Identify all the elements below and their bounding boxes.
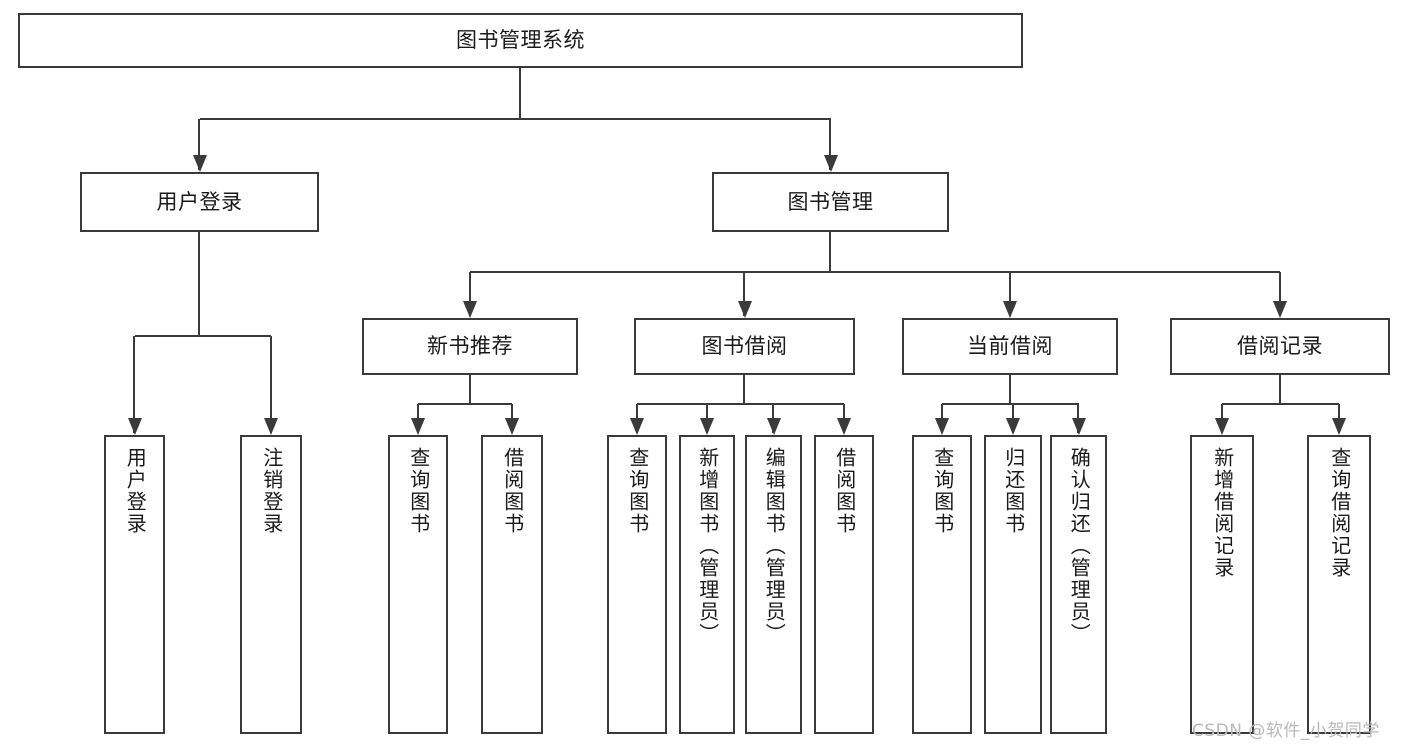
node-leaf-user-login[interactable]: 用户登录 xyxy=(104,435,165,734)
node-leaf-user-login-label: 用户登录 xyxy=(123,447,148,535)
node-book-borrow[interactable]: 图书借阅 xyxy=(634,318,855,375)
connector-horizontal xyxy=(134,334,271,337)
node-leaf-return-book-label: 归还图书 xyxy=(1001,447,1026,535)
node-leaf-confirm-return[interactable]: 确认归还（管理员） xyxy=(1050,435,1107,734)
connector-horizontal xyxy=(470,270,1280,273)
connector-arrowhead xyxy=(1273,301,1287,318)
connector-arrowhead xyxy=(935,418,949,435)
connector-arrowhead xyxy=(505,418,519,435)
node-leaf-logout[interactable]: 注销登录 xyxy=(240,435,302,734)
connector-horizontal xyxy=(199,117,831,120)
node-leaf-return-book[interactable]: 归还图书 xyxy=(984,435,1042,734)
connector-horizontal xyxy=(637,402,844,405)
connector-arrowhead xyxy=(264,418,278,435)
connector-arrowhead xyxy=(766,418,781,435)
node-leaf-edit-book-label: 编辑图书（管理员） xyxy=(762,447,787,645)
node-leaf-add-book-label: 新增图书（管理员） xyxy=(695,447,720,645)
node-borrow-record[interactable]: 借阅记录 xyxy=(1170,318,1390,375)
node-book-borrow-label: 图书借阅 xyxy=(701,334,788,359)
node-leaf-query-book-1[interactable]: 查询图书 xyxy=(388,435,448,734)
node-leaf-add-borrow-rec-label: 新增借阅记录 xyxy=(1210,447,1235,579)
connector-vertical xyxy=(468,272,471,316)
connector-arrowhead xyxy=(1003,301,1017,318)
connector-vertical xyxy=(133,336,136,433)
connector-horizontal xyxy=(418,402,512,405)
node-leaf-logout-label: 注销登录 xyxy=(259,447,284,535)
connector-vertical xyxy=(269,336,272,433)
node-user-login[interactable]: 用户登录 xyxy=(80,172,319,232)
node-root[interactable]: 图书管理系统 xyxy=(18,13,1023,68)
connector-vertical xyxy=(829,119,832,170)
connector-vertical xyxy=(1278,272,1281,316)
connector-vertical xyxy=(743,375,746,404)
connector-vertical xyxy=(519,68,522,119)
node-book-manage-label: 图书管理 xyxy=(787,189,874,214)
node-leaf-query-book-3[interactable]: 查询图书 xyxy=(912,435,972,734)
node-new-book-recommend[interactable]: 新书推荐 xyxy=(362,318,578,375)
node-leaf-borrow-book-1[interactable]: 借阅图书 xyxy=(481,435,543,734)
connector-arrowhead xyxy=(1006,418,1020,435)
connector-arrowhead xyxy=(737,301,752,318)
connector-arrowhead xyxy=(463,301,477,318)
connector-arrowhead xyxy=(630,418,644,435)
node-leaf-query-book-1-label: 查询图书 xyxy=(406,447,431,535)
node-new-book-recommend-label: 新书推荐 xyxy=(427,334,513,359)
connector-arrowhead xyxy=(1071,418,1086,435)
node-leaf-query-book-2-label: 查询图书 xyxy=(625,447,650,535)
connector-vertical xyxy=(198,232,201,336)
connector-arrowhead xyxy=(837,418,851,435)
connector-vertical xyxy=(829,232,832,272)
node-leaf-borrow-book-1-label: 借阅图书 xyxy=(500,447,525,535)
node-leaf-query-book-2[interactable]: 查询图书 xyxy=(607,435,667,734)
connector-arrowhead xyxy=(1215,418,1229,435)
node-current-borrow[interactable]: 当前借阅 xyxy=(902,318,1118,375)
connector-vertical xyxy=(1008,272,1011,316)
node-user-login-label: 用户登录 xyxy=(156,189,243,214)
connector-arrowhead xyxy=(1332,418,1346,435)
node-borrow-record-label: 借阅记录 xyxy=(1237,334,1323,359)
connector-horizontal xyxy=(942,402,1079,405)
connector-vertical xyxy=(1008,375,1011,404)
node-leaf-query-borrow-rec-label: 查询借阅记录 xyxy=(1327,447,1352,579)
connector-vertical xyxy=(1278,375,1281,404)
connector-vertical xyxy=(198,119,201,170)
node-leaf-confirm-return-label: 确认归还（管理员） xyxy=(1067,447,1092,645)
connector-arrowhead xyxy=(127,418,142,435)
node-leaf-borrow-book-2[interactable]: 借阅图书 xyxy=(814,435,874,734)
node-leaf-borrow-book-2-label: 借阅图书 xyxy=(832,447,857,535)
node-root-label: 图书管理系统 xyxy=(456,28,585,53)
node-leaf-query-borrow-rec[interactable]: 查询借阅记录 xyxy=(1307,435,1371,734)
node-leaf-add-book[interactable]: 新增图书（管理员） xyxy=(679,435,735,734)
connector-vertical xyxy=(743,272,746,316)
connector-arrowhead xyxy=(411,418,425,435)
connector-arrowhead xyxy=(192,155,207,172)
connector-horizontal xyxy=(1222,402,1339,405)
node-leaf-edit-book[interactable]: 编辑图书（管理员） xyxy=(745,435,802,734)
node-leaf-query-book-3-label: 查询图书 xyxy=(930,447,955,535)
node-current-borrow-label: 当前借阅 xyxy=(967,334,1053,359)
node-leaf-add-borrow-rec[interactable]: 新增借阅记录 xyxy=(1190,435,1254,734)
connector-arrowhead xyxy=(700,418,714,435)
connector-vertical xyxy=(468,375,471,404)
connector-arrowhead xyxy=(823,155,838,172)
node-book-manage[interactable]: 图书管理 xyxy=(712,172,949,232)
